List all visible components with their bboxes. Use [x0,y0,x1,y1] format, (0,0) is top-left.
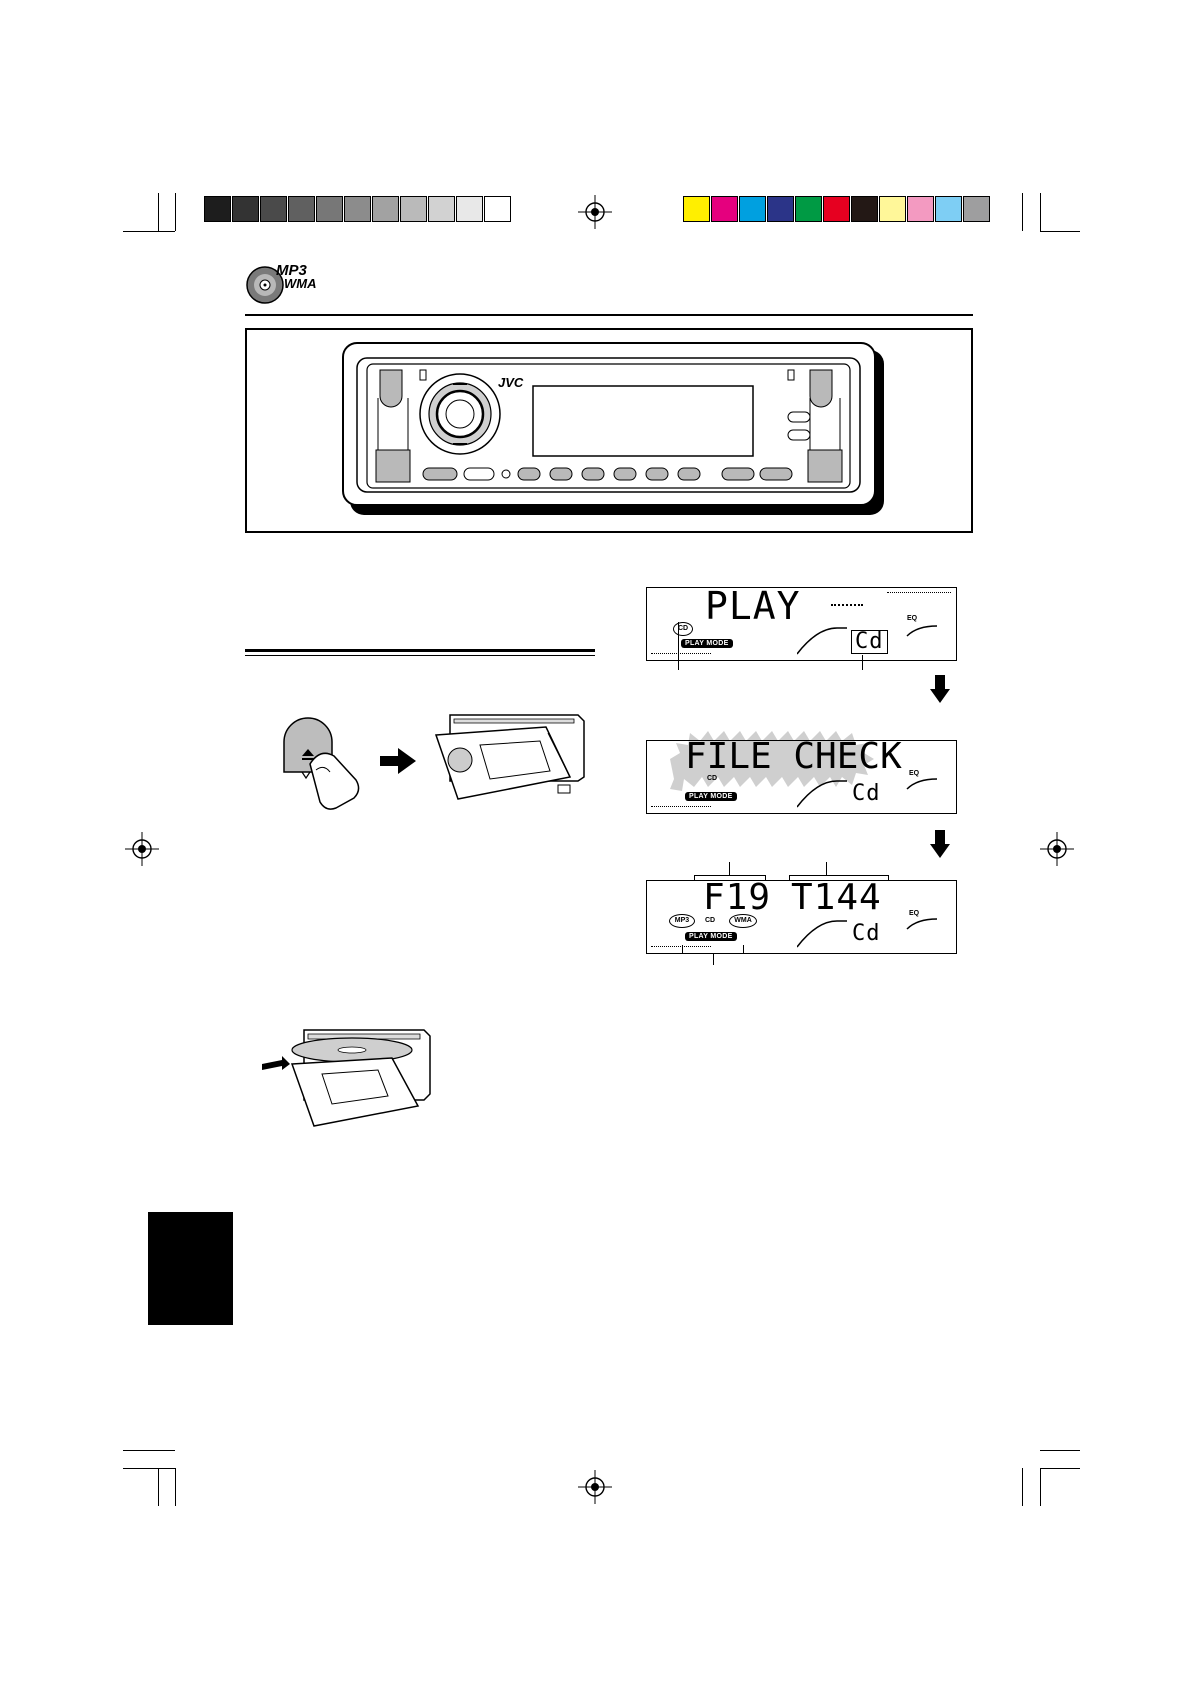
track-number: T144 [791,880,882,918]
section-rule [245,649,595,652]
down-arrow-icon [930,675,950,703]
color-swatch [879,196,906,222]
crop-mark [1040,1468,1041,1506]
color-swatch [795,196,822,222]
dotted-segment [887,592,951,593]
color-swatch [907,196,934,222]
right-arrow-icon [380,748,416,774]
callout-line [826,862,827,875]
disc-insert-illustration [262,1029,431,1127]
display-main-text: PLAY [705,587,801,628]
registration-mark-icon [578,195,612,229]
bracket-track [789,875,889,884]
crop-mark [158,193,159,231]
crop-mark [175,1468,176,1506]
color-swatch [767,196,794,222]
header-rule [245,314,973,316]
source-indicator: Cd [851,630,888,654]
bracket-folder [694,875,766,884]
crop-mark [158,1468,159,1506]
gray-swatch [428,196,455,222]
crop-mark [1040,193,1041,231]
crop-mark [175,193,176,231]
display-folder-track: F19 T144 MP3 CD WMA PLAY MODE EQ Cd [646,880,957,954]
level-curve-icon [797,625,938,655]
crop-mark [123,1468,175,1469]
crop-mark [1022,1468,1023,1506]
callout-line [678,622,679,670]
color-swatch [823,196,850,222]
play-mode-indicator: PLAY MODE [685,932,737,941]
level-curve-icon [797,918,938,948]
gray-swatch [372,196,399,222]
display-file-check: FILE CHECK CD PLAY MODE EQ Cd [646,740,957,814]
source-indicator: Cd [852,921,881,946]
color-swatch [963,196,990,222]
gray-swatch [456,196,483,222]
brand-logo: JVC [498,375,524,390]
display-play: PLAY CD PLAY MODE EQ Cd [646,587,957,661]
source-indicator: Cd [852,781,881,806]
wma-indicator: WMA [729,914,757,928]
crop-mark [1040,1450,1080,1451]
eq-indicator: EQ [909,770,920,777]
play-mode-indicator: PLAY MODE [681,639,733,648]
section-rule-thin [245,655,595,656]
crop-mark [1040,231,1080,232]
color-swatch [739,196,766,222]
registration-mark-icon [1040,832,1074,866]
play-mode-indicator: PLAY MODE [685,792,737,801]
flashing-burst-icon [670,731,874,791]
color-swatch [935,196,962,222]
car-stereo-front-panel [342,342,884,515]
down-arrow-icon [930,830,950,858]
registration-mark-icon [578,1470,612,1504]
registration-mark-icon [125,832,159,866]
crop-mark [123,1450,175,1451]
callout-line [713,953,714,965]
gray-swatch [260,196,287,222]
crop-mark [1022,193,1023,231]
callout-line [729,862,730,875]
gray-swatch [400,196,427,222]
gray-swatch [484,196,511,222]
cd-indicator: CD [673,622,693,636]
cd-indicator: CD [705,917,716,924]
folder-number: F19 [703,880,772,918]
dotted-segment [651,806,711,807]
logo-wma: WMA [284,276,317,291]
unit-illustration-frame [245,328,973,533]
gray-swatch [204,196,231,222]
eq-indicator: EQ [909,910,920,917]
panel-open-illustration [434,714,585,800]
disc-icon [246,266,284,304]
callout-line [862,655,863,670]
crop-mark [1040,1468,1080,1469]
language-tab [148,1212,233,1325]
color-swatch [683,196,710,222]
dotted-segment [651,653,711,654]
cd-indicator: CD [707,775,718,782]
dotted-segment [651,946,711,947]
eq-indicator: EQ [907,615,918,622]
mp3-indicator: MP3 [669,914,695,928]
crop-mark [123,231,175,232]
gray-swatch [344,196,371,222]
dotted-segment [831,604,863,606]
gray-swatch [316,196,343,222]
level-curve-icon [797,778,938,808]
logo-mp3: MP3 [276,262,307,279]
color-swatch [711,196,738,222]
gray-swatch [288,196,315,222]
gray-swatch [232,196,259,222]
eject-button-press-illustration [283,717,360,810]
display-main-text: FILE CHECK [685,740,902,777]
color-swatch [851,196,878,222]
